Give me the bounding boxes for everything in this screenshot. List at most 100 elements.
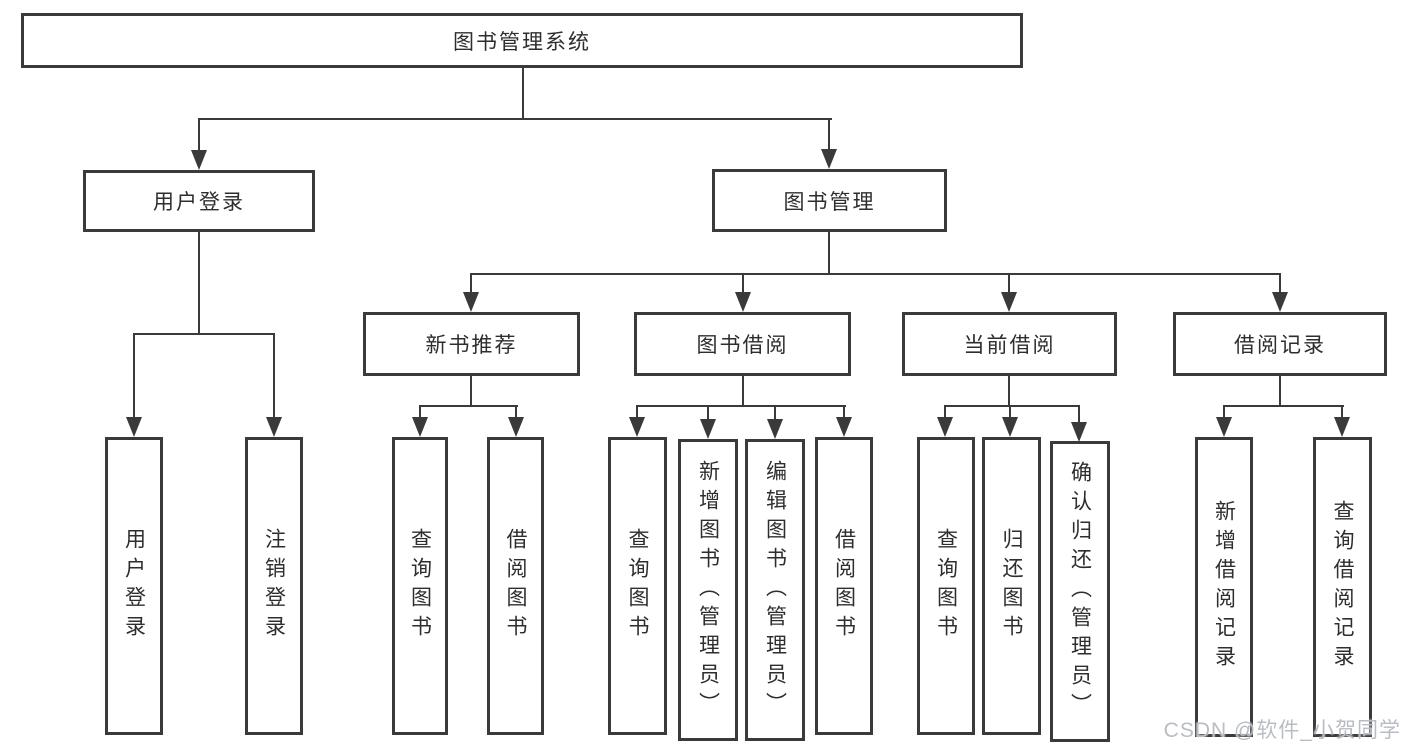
node-label: 用户登录 xyxy=(122,528,146,644)
connector-line xyxy=(198,232,200,333)
node-label: 注销登录 xyxy=(262,528,286,644)
arrow-down-icon xyxy=(412,417,428,437)
connector-arrow xyxy=(1001,273,1017,312)
arrow-stem xyxy=(636,405,638,423)
connector-arrow xyxy=(508,405,524,437)
connector-arrow xyxy=(266,333,282,437)
arrow-down-icon xyxy=(1001,292,1017,312)
connector-arrow xyxy=(735,273,751,312)
connector-line xyxy=(1008,376,1010,407)
leaf-query-borrow-record: 查询借阅记录 xyxy=(1313,437,1372,737)
arrow-stem xyxy=(944,405,946,423)
arrow-stem xyxy=(1223,405,1225,423)
node-book-management: 图书管理 xyxy=(712,169,947,232)
leaf-user-login: 用户登录 xyxy=(105,437,163,735)
arrow-down-icon xyxy=(836,417,852,437)
node-label: 借阅记录 xyxy=(1234,334,1326,357)
connector-arrow xyxy=(126,333,142,437)
leaf-query-books-borrow: 查询图书 xyxy=(608,437,667,735)
arrow-down-icon xyxy=(1272,292,1288,312)
node-label: 查询图书 xyxy=(626,528,649,644)
connector-line xyxy=(522,68,524,118)
arrow-down-icon xyxy=(629,417,645,437)
leaf-add-borrow-record: 新增借阅记录 xyxy=(1195,437,1253,737)
node-label: 借阅图书 xyxy=(504,528,527,644)
leaf-return-books: 归还图书 xyxy=(982,437,1041,735)
connector-arrow xyxy=(1334,405,1350,437)
leaf-edit-books-admin: 编辑图书（管理员） xyxy=(745,439,805,741)
node-current-borrow: 当前借阅 xyxy=(902,312,1117,376)
connector-line xyxy=(419,405,518,407)
node-label: 查询借阅记录 xyxy=(1331,500,1354,674)
connector-arrow xyxy=(463,273,479,312)
arrow-stem xyxy=(1341,405,1343,423)
arrow-down-icon xyxy=(1334,417,1350,437)
arrow-down-icon xyxy=(191,150,207,170)
connector-arrow xyxy=(1071,405,1087,442)
arrow-down-icon xyxy=(1216,417,1232,437)
node-label: 图书管理系统 xyxy=(453,30,591,54)
connector-line xyxy=(828,232,830,273)
arrow-stem xyxy=(273,333,275,423)
leaf-query-books-current: 查询图书 xyxy=(917,437,975,735)
arrow-stem xyxy=(1008,273,1010,298)
leaf-confirm-return-admin: 确认归还（管理员） xyxy=(1050,441,1110,742)
arrow-stem xyxy=(133,333,135,423)
connector-arrow xyxy=(700,405,716,439)
node-label: 新增借阅记录 xyxy=(1212,500,1236,674)
arrow-stem xyxy=(1078,405,1080,428)
arrow-down-icon xyxy=(1002,417,1018,437)
arrow-down-icon xyxy=(937,417,953,437)
connector-arrow xyxy=(191,118,207,170)
arrow-down-icon xyxy=(767,419,783,439)
node-label: 图书借阅 xyxy=(696,334,789,357)
leaf-add-books-admin: 新增图书（管理员） xyxy=(678,439,738,741)
leaf-query-books-recommend: 查询图书 xyxy=(392,437,448,735)
connector-arrow xyxy=(1216,405,1232,437)
node-label: 确认归还（管理员） xyxy=(1068,461,1092,722)
node-new-book-recommend: 新书推荐 xyxy=(363,312,580,376)
node-label: 查询图书 xyxy=(408,528,432,644)
connector-arrow xyxy=(767,405,783,439)
arrow-down-icon xyxy=(700,419,716,439)
node-user-login: 用户登录 xyxy=(83,170,315,232)
node-label: 用户登录 xyxy=(153,191,245,214)
node-label: 编辑图书（管理员） xyxy=(763,459,787,721)
connector-line xyxy=(1279,376,1281,405)
node-label: 借阅图书 xyxy=(832,528,856,644)
connector-line xyxy=(470,273,1281,275)
arrow-down-icon xyxy=(126,417,142,437)
connector-arrow xyxy=(836,405,852,437)
leaf-borrow-books-recommend: 借阅图书 xyxy=(487,437,544,735)
arrow-stem xyxy=(515,405,517,423)
node-label: 新书推荐 xyxy=(425,334,518,357)
arrow-down-icon xyxy=(463,292,479,312)
connector-line xyxy=(636,405,846,407)
arrow-down-icon xyxy=(1071,422,1087,442)
arrow-stem xyxy=(470,273,472,298)
node-label: 归还图书 xyxy=(1000,528,1023,644)
arrow-stem xyxy=(419,405,421,423)
connector-line xyxy=(1223,405,1344,407)
connector-arrow xyxy=(1272,273,1288,312)
node-book-borrow: 图书借阅 xyxy=(634,312,851,376)
connector-arrow xyxy=(412,405,428,437)
arrow-stem xyxy=(742,273,744,298)
arrow-stem xyxy=(828,118,830,155)
leaf-borrow-books: 借阅图书 xyxy=(815,437,873,735)
node-borrow-records: 借阅记录 xyxy=(1173,312,1387,376)
arrow-down-icon xyxy=(266,417,282,437)
arrow-stem xyxy=(198,118,200,156)
arrow-stem xyxy=(843,405,845,423)
node-library-system: 图书管理系统 xyxy=(21,13,1023,68)
connector-line xyxy=(470,376,472,405)
leaf-logout: 注销登录 xyxy=(245,437,303,735)
connector-line xyxy=(198,118,832,120)
node-label: 当前借阅 xyxy=(963,334,1056,357)
connector-arrow xyxy=(629,405,645,437)
arrow-down-icon xyxy=(508,417,524,437)
arrow-down-icon xyxy=(735,292,751,312)
node-label: 查询图书 xyxy=(934,528,958,644)
connector-arrow xyxy=(821,118,837,169)
arrow-down-icon xyxy=(821,149,837,169)
